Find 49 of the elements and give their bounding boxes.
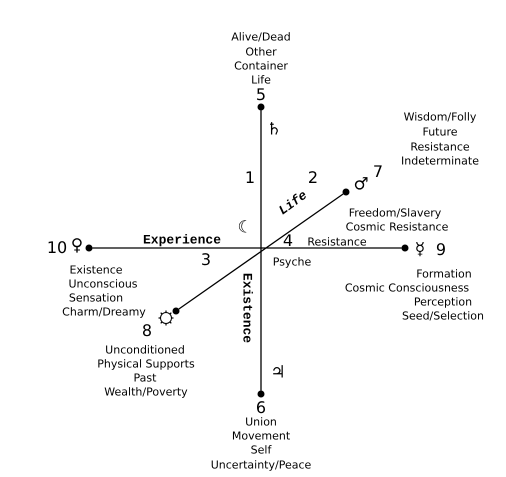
keyword-text: Self (250, 444, 272, 456)
point-number: 8 (142, 323, 152, 339)
keyword-text: Perception (414, 296, 472, 308)
keyword-text: Freedom/Slavery (348, 208, 442, 218)
sector-number: 1 (244, 170, 256, 186)
point-number: 7 (372, 164, 384, 180)
keyword-text: Movement (232, 430, 290, 442)
keyword-text: Alive/Dead (231, 32, 291, 42)
keyword-text: Wealth/Poverty (104, 386, 188, 398)
keyword-text: Existence (69, 264, 123, 276)
axis-line (178, 193, 344, 310)
point-number: 5 (256, 87, 266, 103)
moon-symbol: ☾ (238, 220, 252, 236)
keyword-text: Unconditioned (105, 344, 185, 356)
keyword-text: Resistance (410, 142, 470, 152)
keyword-text: Indeterminate (401, 156, 479, 166)
sector-number: 4 (282, 233, 294, 249)
planet-symbol: ♃ (270, 364, 286, 382)
axis-line (92, 247, 402, 249)
keyword-text: Uncertainty/Peace (210, 460, 312, 470)
keyword-text: Life (251, 74, 271, 86)
keyword-text: Container (234, 60, 288, 72)
keyword-text: Unconscious (68, 278, 138, 290)
keyword-text: Union (245, 416, 277, 428)
keyword-text: Psyche (272, 256, 312, 268)
point-number: 10 (46, 240, 68, 256)
keyword-text: Cosmic Consciousness (344, 282, 470, 294)
planet-symbol: ♀ (70, 238, 84, 254)
axis-label: Experience (143, 234, 221, 246)
planet-symbol: ♄ (266, 122, 282, 138)
axis-label: Existence (240, 272, 254, 344)
keyword-text: Past (134, 372, 156, 384)
sector-number: 2 (308, 170, 318, 186)
point-number: 9 (436, 242, 446, 258)
keyword-text: Wisdom/Folly (404, 112, 476, 122)
sector-number: 3 (200, 252, 212, 268)
keyword-text: Formation (416, 268, 472, 280)
keyword-text: Resistance (307, 236, 367, 248)
planet-symbol: ♂ (353, 176, 369, 194)
point-number: 6 (256, 400, 266, 416)
keyword-text: Cosmic Resistance (346, 222, 448, 232)
keyword-text: Charm/Dreamy (62, 306, 146, 318)
keyword-text: Physical Supports (97, 358, 195, 370)
planet-symbol: ☿ (414, 242, 426, 258)
keyword-text: Seed/Selection (402, 310, 484, 322)
keyword-text: Future (422, 126, 458, 138)
keyword-text: Sensation (68, 292, 124, 304)
axis-line (260, 110, 262, 390)
keyword-text: Other (245, 46, 277, 58)
